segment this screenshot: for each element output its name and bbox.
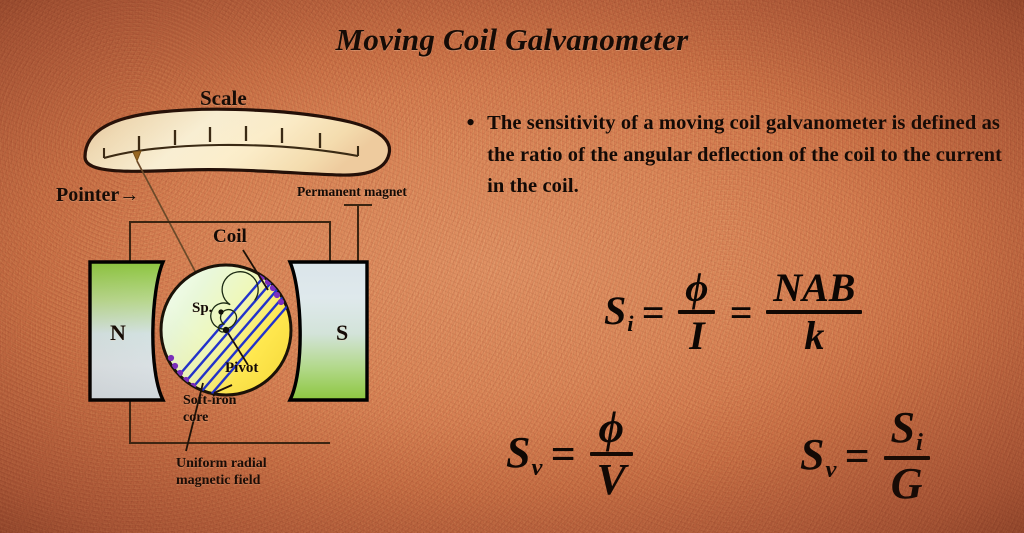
eq2-fraction-bar xyxy=(589,451,633,456)
scale-body xyxy=(83,107,392,177)
eq3-numerator-subscript: i xyxy=(915,428,923,456)
label-soft-iron-core-line1: Soft-iron xyxy=(183,393,237,408)
equation-sensitivity-current: Si = ϕ I = NAB k xyxy=(604,265,868,358)
eq3-fraction-si-over-g: Si G xyxy=(883,403,930,508)
eq3-denominator: G xyxy=(890,459,923,508)
label-soft-iron-core-line2: core xyxy=(183,410,209,425)
coil-windings xyxy=(167,271,291,395)
eq1-fraction-nab-over-k: NAB k xyxy=(766,265,863,358)
eq1-fraction-phi-over-i: ϕ I xyxy=(678,265,716,358)
eq1-equals-1: = xyxy=(641,289,665,335)
label-uniform-field-line2: magnetic field xyxy=(176,473,261,488)
eq2-denominator: V xyxy=(596,454,626,504)
eq2-equals: = xyxy=(550,429,576,479)
eq3-equals: = xyxy=(844,431,870,481)
eq1-numerator-2: NAB xyxy=(773,265,856,310)
label-pointer: Pointer→ xyxy=(56,184,140,206)
eq3-fraction-bar xyxy=(883,456,930,460)
north-pole-piece xyxy=(88,260,166,402)
eq2-numerator: ϕ xyxy=(598,403,624,452)
label-uniform-field-line1: Uniform radial xyxy=(176,456,267,471)
eq2-lhs-subscript: v xyxy=(531,453,543,481)
spring-marker-dot xyxy=(218,309,224,315)
eq1-denominator-1: I xyxy=(689,312,705,358)
soft-iron-leader-line xyxy=(213,384,233,394)
scale-ticks xyxy=(137,126,322,151)
eq3-numerator: Si xyxy=(884,403,930,456)
equation-voltage-sensitivity: Sv = ϕ V xyxy=(506,403,639,504)
scale-assembly xyxy=(83,107,392,177)
label-soft-iron-core: Soft-iron core xyxy=(183,392,236,426)
coil-core-assembly xyxy=(159,263,293,397)
eq1-lhs-symbol: S xyxy=(604,288,627,334)
pivot-leader-line xyxy=(227,332,249,366)
eq3-lhs-subscript: v xyxy=(825,455,837,483)
scale-baseline xyxy=(103,143,359,160)
eq1-fraction-bar-1 xyxy=(678,309,716,314)
label-permanent-magnet: Permanent magnet xyxy=(297,184,407,199)
magnet-frame-bottom xyxy=(129,400,330,444)
eq3-numerator-symbol: S xyxy=(890,403,915,452)
eq3-lhs: Sv xyxy=(800,429,836,484)
page-title: Moving Coil Galvanometer xyxy=(335,22,689,57)
permanent-magnet-leader xyxy=(344,204,372,264)
pointer-needle-head xyxy=(132,150,142,163)
bullet-item: • The sensitivity of a moving coil galva… xyxy=(466,108,1014,203)
magnet-frame-outline xyxy=(129,221,331,262)
coil-leader-line xyxy=(242,249,269,291)
equation-voltage-over-resistance: Sv = Si G xyxy=(800,403,936,508)
eq2-lhs: Sv xyxy=(506,427,542,482)
eq1-denominator-2: k xyxy=(804,312,825,358)
label-spring: Sp. xyxy=(192,300,213,316)
label-pivot: Pivot xyxy=(225,360,259,376)
eq1-lhs-subscript: i xyxy=(627,311,634,337)
eq2-lhs-symbol: S xyxy=(506,427,531,477)
eq1-lhs: Si xyxy=(604,287,633,337)
eq1-fraction-bar-2 xyxy=(766,309,863,314)
bullet-text: The sensitivity of a moving coil galvano… xyxy=(487,112,1003,197)
spiral-spring xyxy=(210,271,259,333)
eq3-lhs-symbol: S xyxy=(800,430,825,479)
label-scale: Scale xyxy=(200,86,247,110)
label-north-pole: N xyxy=(110,320,126,345)
label-uniform-radial-field: Uniform radial magnetic field xyxy=(176,455,267,489)
label-coil: Coil xyxy=(213,226,247,247)
uniform-field-leader-line xyxy=(185,382,204,452)
eq2-fraction-phi-over-v: ϕ V xyxy=(589,403,633,504)
pivot-point xyxy=(222,326,230,334)
south-pole-piece xyxy=(287,260,369,402)
coil-winding-dots xyxy=(167,273,285,390)
bullet-marker: • xyxy=(466,108,476,137)
label-south-pole: S xyxy=(336,320,349,345)
eq1-numerator-1: ϕ xyxy=(685,265,709,310)
eq1-equals-2: = xyxy=(729,289,753,335)
